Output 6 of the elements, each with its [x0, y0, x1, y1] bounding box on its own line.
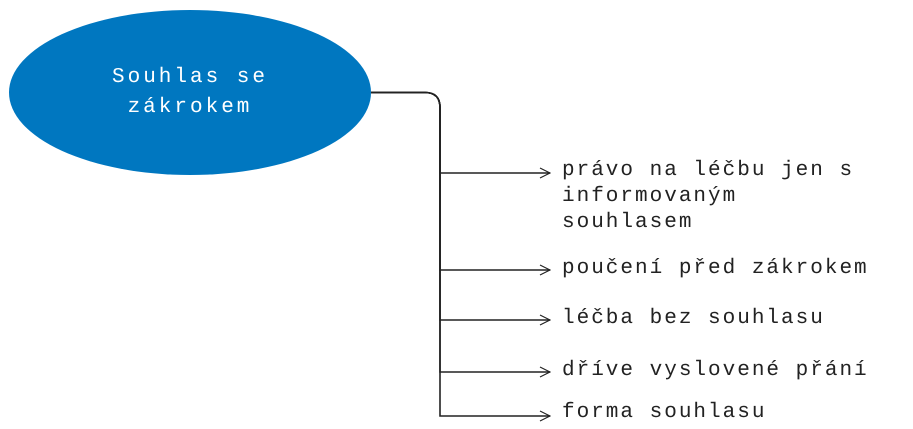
- branch-label: forma souhlasu: [562, 400, 768, 426]
- branch-label: léčba bez souhlasu: [562, 306, 826, 332]
- branch-label: právo na léčbu jen s informovaným souhlasem: [562, 158, 856, 236]
- branch-label: poučení před zákrokem: [562, 256, 870, 282]
- topic-title: Souhlas se zákrokem: [110, 64, 270, 120]
- branch-label: dříve vyslovené přání: [562, 358, 870, 384]
